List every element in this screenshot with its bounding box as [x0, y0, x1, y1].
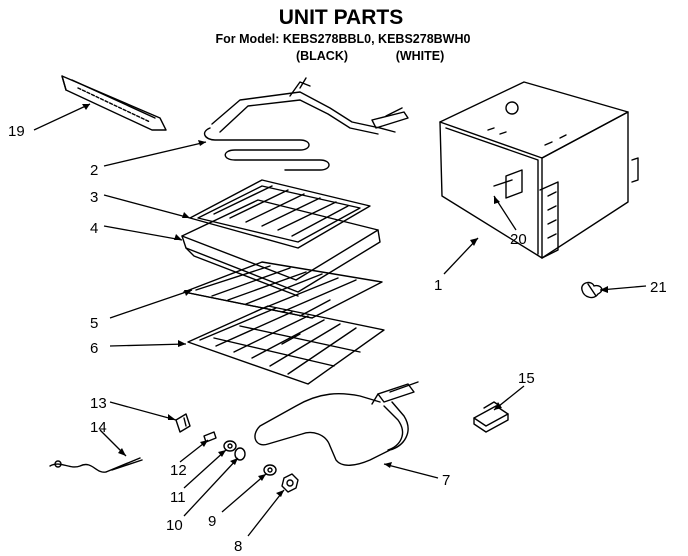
callout-7: 7: [442, 472, 450, 489]
callout-labels: 1 2 3 4 5 6 7 8 9 10 11 12 13 14 15 19 2…: [8, 123, 667, 555]
callout-14: 14: [90, 419, 107, 436]
callout-6: 6: [90, 340, 98, 357]
callout-20: 20: [510, 231, 527, 248]
callout-12: 12: [170, 462, 187, 479]
part-8-nut: [281, 473, 299, 493]
part-1-oven-cavity: [439, 81, 639, 259]
leader-lines: [33, 103, 647, 537]
callout-8: 8: [234, 538, 242, 555]
part-9-washer: [263, 464, 277, 476]
part-15-switch: [473, 401, 509, 433]
callout-19: 19: [8, 123, 25, 140]
callout-1: 1: [434, 277, 442, 294]
part-2-broil-element: [203, 77, 409, 171]
callout-3: 3: [90, 189, 98, 206]
part-19-bracket: [61, 75, 167, 131]
callout-15: 15: [518, 370, 535, 387]
part-6-rack: [187, 305, 385, 385]
part-12-terminal: [203, 431, 217, 443]
part-13-screw: [175, 413, 191, 433]
part-3-broiler-grid: [189, 179, 371, 249]
callout-4: 4: [90, 220, 98, 237]
variant-black-label: (BLACK): [296, 49, 348, 63]
part-10-grommet: [234, 447, 246, 461]
part-11-nut: [223, 440, 237, 452]
callout-21: 21: [650, 279, 667, 296]
variant-white-label: (WHITE): [396, 49, 445, 63]
callout-5: 5: [90, 315, 98, 332]
callout-9: 9: [208, 513, 216, 530]
part-21-clip: [581, 281, 603, 299]
callout-10: 10: [166, 517, 183, 534]
part-14-sensor: [49, 457, 143, 473]
part-4-broiler-pan: [181, 199, 381, 297]
diagram-title: UNIT PARTS: [279, 6, 403, 29]
callout-13: 13: [90, 395, 107, 412]
callout-11: 11: [170, 489, 186, 506]
callout-2: 2: [90, 162, 98, 179]
model-line: For Model: KEBS278BBL0, KEBS278BWH0: [216, 32, 471, 46]
part-20-bracket: [493, 169, 523, 199]
part-7-bake-element: [254, 381, 419, 466]
